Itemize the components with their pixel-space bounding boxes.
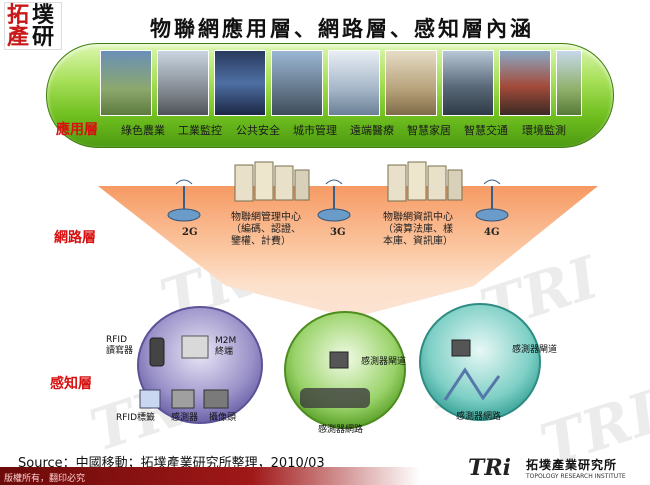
- rfid-reader-icon: [149, 337, 165, 367]
- photo-traffic: [442, 50, 494, 116]
- sensor-gateway-icon: [443, 339, 501, 401]
- app-item: 遠端醫療: [350, 124, 394, 137]
- tri-mark: TRi: [468, 455, 512, 481]
- camera-label: 攝像頭: [209, 413, 237, 423]
- sensing-layer-label: 感知層: [50, 376, 92, 392]
- m2m-terminal-icon: [181, 335, 209, 359]
- photo-medical: [328, 50, 380, 116]
- rfid-tag-label: RFID標籤: [116, 413, 156, 423]
- sensor-gateway-label: 感測器閘道: [361, 357, 407, 367]
- app-item: 環境監測: [522, 124, 566, 137]
- network-generation: 2G: [182, 227, 198, 238]
- logo-char: 產: [7, 24, 30, 50]
- sensor-label: 感測器: [171, 413, 199, 423]
- logo-char: 拓: [7, 2, 30, 28]
- application-photo-strip: [100, 50, 582, 118]
- sensor-gateway-icon: [300, 351, 370, 408]
- antenna-tower-icon: [317, 179, 351, 222]
- sensor-network-label: 感測器網路: [456, 412, 502, 422]
- m2m-terminal-label: M2M 終端: [215, 336, 237, 357]
- network-funnel: [98, 186, 598, 306]
- camera-icon: [203, 389, 229, 409]
- network-generation: 3G: [330, 227, 346, 238]
- network-layer-label: 網路層: [54, 230, 96, 246]
- sensing-group-gateway-2: [419, 303, 541, 421]
- photo-agriculture: [100, 50, 152, 116]
- sensor-gateway-label: 感測器閘道: [512, 345, 558, 355]
- page-title: 物聯網應用層、網路層、感知層內涵: [150, 16, 534, 41]
- sensor-icon: [171, 389, 195, 409]
- antenna-tower-icon: [475, 179, 509, 222]
- app-item: 城市管理: [293, 124, 337, 137]
- tri-english: TOPOLOGY RESEARCH INSTITUTE: [526, 473, 626, 480]
- app-item: 智慧交通: [464, 124, 508, 137]
- server-cluster-icon: [387, 161, 463, 202]
- network-generation: 4G: [484, 227, 500, 238]
- photo-security: [214, 50, 266, 116]
- tri-name: 拓墣產業研究所: [526, 458, 618, 472]
- antenna-tower-icon: [167, 179, 201, 222]
- footer-bar: [0, 467, 420, 485]
- photo-transport: [499, 50, 551, 116]
- app-item: 智慧家居: [407, 124, 451, 137]
- photo-city: [271, 50, 323, 116]
- tri-brand-logo: TRi 拓墣產業研究所 TOPOLOGY RESEARCH INSTITUTE: [468, 455, 648, 483]
- sensing-group-rfid: [137, 306, 263, 424]
- photo-home: [385, 50, 437, 116]
- logo-char: 研: [32, 24, 55, 50]
- tri-corner-logo: 拓 墣 產 研: [4, 2, 62, 52]
- sensor-network-label: 感測器網路: [318, 425, 364, 435]
- rfid-tag-icon: [139, 389, 161, 409]
- app-item: 工業監控: [178, 124, 222, 137]
- app-item: 公共安全: [236, 124, 280, 137]
- logo-char: 墣: [32, 2, 55, 28]
- server-cluster-icon: [234, 161, 310, 202]
- management-center-label: 物聯網管理中心 （編碼、認證、鑒權、計費）: [231, 212, 301, 247]
- photo-environment: [556, 50, 582, 116]
- application-layer-label: 應用層: [56, 122, 98, 138]
- information-center-label: 物聯網資訊中心 （演算法庫、樣本庫、資訊庫）: [383, 212, 453, 247]
- app-item: 綠色農業: [121, 124, 165, 137]
- copyright-note: 版權所有，翻印必究: [4, 474, 86, 484]
- sensing-group-gateway-1: [284, 311, 406, 429]
- photo-industrial: [157, 50, 209, 116]
- rfid-reader-label: RFID 讀寫器: [106, 335, 134, 356]
